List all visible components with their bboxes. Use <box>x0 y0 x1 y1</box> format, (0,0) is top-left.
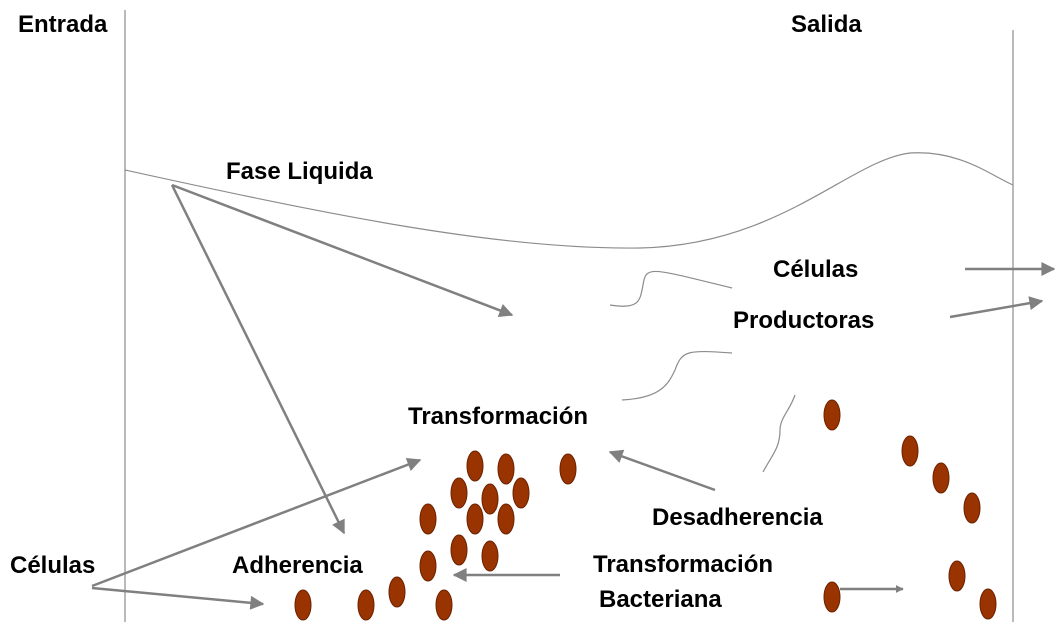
outlet-label: Salida <box>791 11 862 38</box>
bacterial-cell-icon <box>979 588 997 620</box>
productive-cells-label-line1: Células <box>773 256 859 283</box>
bacterial-cell-icon <box>823 399 841 431</box>
boundary-squiggle-top <box>609 270 733 307</box>
arrow-cells-to-adherence <box>91 586 265 610</box>
bacterial-transformation-label-line2: Bacteriana <box>599 586 722 613</box>
bacterial-cell-icon <box>559 453 577 485</box>
liquid-phase-label: Fase Liquida <box>226 158 373 185</box>
bacterial-cell-icon <box>497 503 515 535</box>
bacterial-cell-icon <box>435 589 453 621</box>
bacterial-cell-icon <box>388 576 406 608</box>
bacterial-cell-icon <box>901 435 919 467</box>
bacterial-cell-icon <box>450 534 468 566</box>
bacterial-cell-icon <box>419 503 437 535</box>
bacterial-cell-icon <box>466 450 484 482</box>
bacterial-cell-icon <box>450 477 468 509</box>
bacterial-cell-icon <box>948 560 966 592</box>
bacterial-cell-icon <box>294 589 312 621</box>
bacterial-cell-icon <box>466 503 484 535</box>
boundary-squiggle-middle <box>621 351 733 401</box>
adherence-label: Adherencia <box>232 552 363 579</box>
arrows <box>91 183 1055 610</box>
arrow-cells-to-transformation <box>91 457 422 588</box>
boundary-squiggle-right <box>762 394 796 473</box>
bacterial-cells <box>294 399 997 621</box>
bacterial-cell-icon <box>419 550 437 582</box>
bacterial-cell-icon <box>357 589 375 621</box>
arrow-liquid-to-transformation <box>171 183 514 318</box>
bacterial-transformation-label-line1: Transformación <box>593 551 774 578</box>
bacterial-cell-icon <box>497 453 515 485</box>
bacterial-cell-icon <box>512 477 530 509</box>
bacterial-cell-icon <box>481 483 499 515</box>
transformation-label: Transformación <box>408 403 589 430</box>
bacterial-cell-icon <box>932 462 950 494</box>
desadherence-label: Desadherencia <box>652 504 823 531</box>
liquid-phase-surface-line <box>124 152 1014 249</box>
inlet-label: Entrada <box>18 11 108 38</box>
bacterial-cell-icon <box>481 540 499 572</box>
cells-label: Células <box>10 552 96 579</box>
bacterial-cell-icon <box>963 492 981 524</box>
arrow-desadherence-to-transformation <box>608 449 716 492</box>
arrow-liquid-to-adherence <box>170 184 346 535</box>
bacterial-cell-icon <box>823 581 841 613</box>
arrow-productoras-to-outlet <box>949 296 1044 319</box>
productive-cells-label-line2: Productoras <box>733 307 875 334</box>
